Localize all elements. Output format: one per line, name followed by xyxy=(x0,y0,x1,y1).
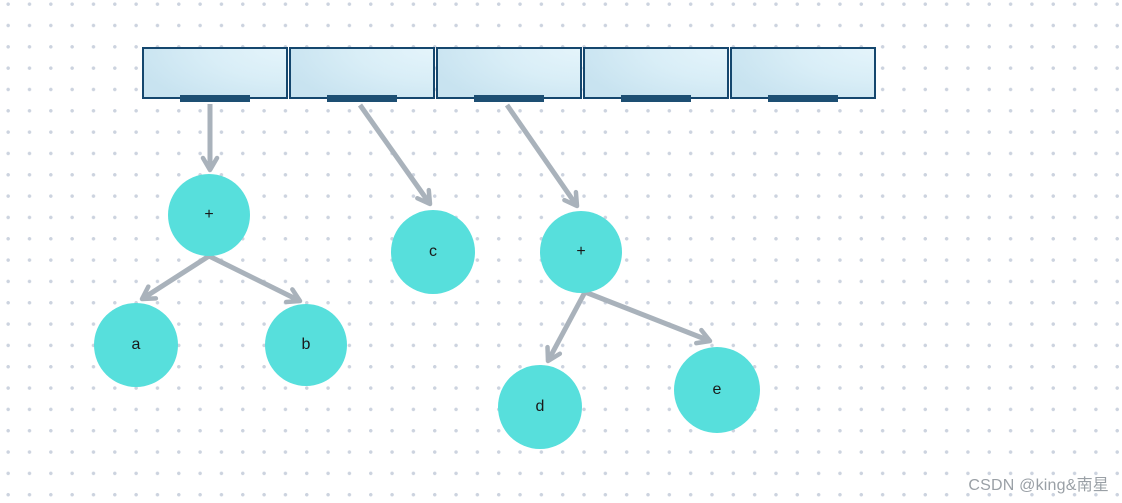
edge-plus1-to-b[interactable] xyxy=(207,253,303,305)
leaf-a[interactable]: a xyxy=(94,303,178,387)
tree-node-label: e xyxy=(712,381,722,398)
array-cell-3[interactable] xyxy=(436,47,582,102)
array-cell-pointer-bar xyxy=(621,95,691,102)
array-cell-pointer-bar xyxy=(180,95,250,102)
array-cell-pointer-bar xyxy=(327,95,397,102)
tree-node-label: + xyxy=(204,206,214,223)
edge-plus1-to-a[interactable] xyxy=(139,253,211,302)
edge-cell2-to-c[interactable] xyxy=(357,103,433,207)
op-plus-1[interactable]: + xyxy=(168,174,250,256)
array-cell-pointer-bar xyxy=(474,95,544,102)
tree-node-label: a xyxy=(131,336,141,353)
leaf-b[interactable]: b xyxy=(265,304,347,386)
op-plus-2[interactable]: + xyxy=(540,211,622,293)
array-cell-pointer-bar xyxy=(768,95,838,102)
array-cell-2[interactable] xyxy=(289,47,435,102)
tree-node-label: c xyxy=(429,243,437,260)
tree-node-label: b xyxy=(301,336,311,353)
array-row xyxy=(142,47,876,102)
array-cell-5[interactable] xyxy=(730,47,876,102)
leaf-c[interactable]: c xyxy=(391,210,475,294)
edge-cell3-to-plus2[interactable] xyxy=(504,103,580,209)
tree-node-label: + xyxy=(576,243,586,260)
tree-node-label: d xyxy=(535,398,545,415)
edge-plus2-to-e[interactable] xyxy=(584,289,713,346)
array-cell-4[interactable] xyxy=(583,47,729,102)
leaf-d[interactable]: d xyxy=(498,365,582,449)
edge-plus2-to-d[interactable] xyxy=(545,290,588,364)
leaf-e[interactable]: e xyxy=(674,347,760,433)
array-cell-1[interactable] xyxy=(142,47,288,102)
watermark: CSDN @king&南星 xyxy=(968,477,1109,494)
